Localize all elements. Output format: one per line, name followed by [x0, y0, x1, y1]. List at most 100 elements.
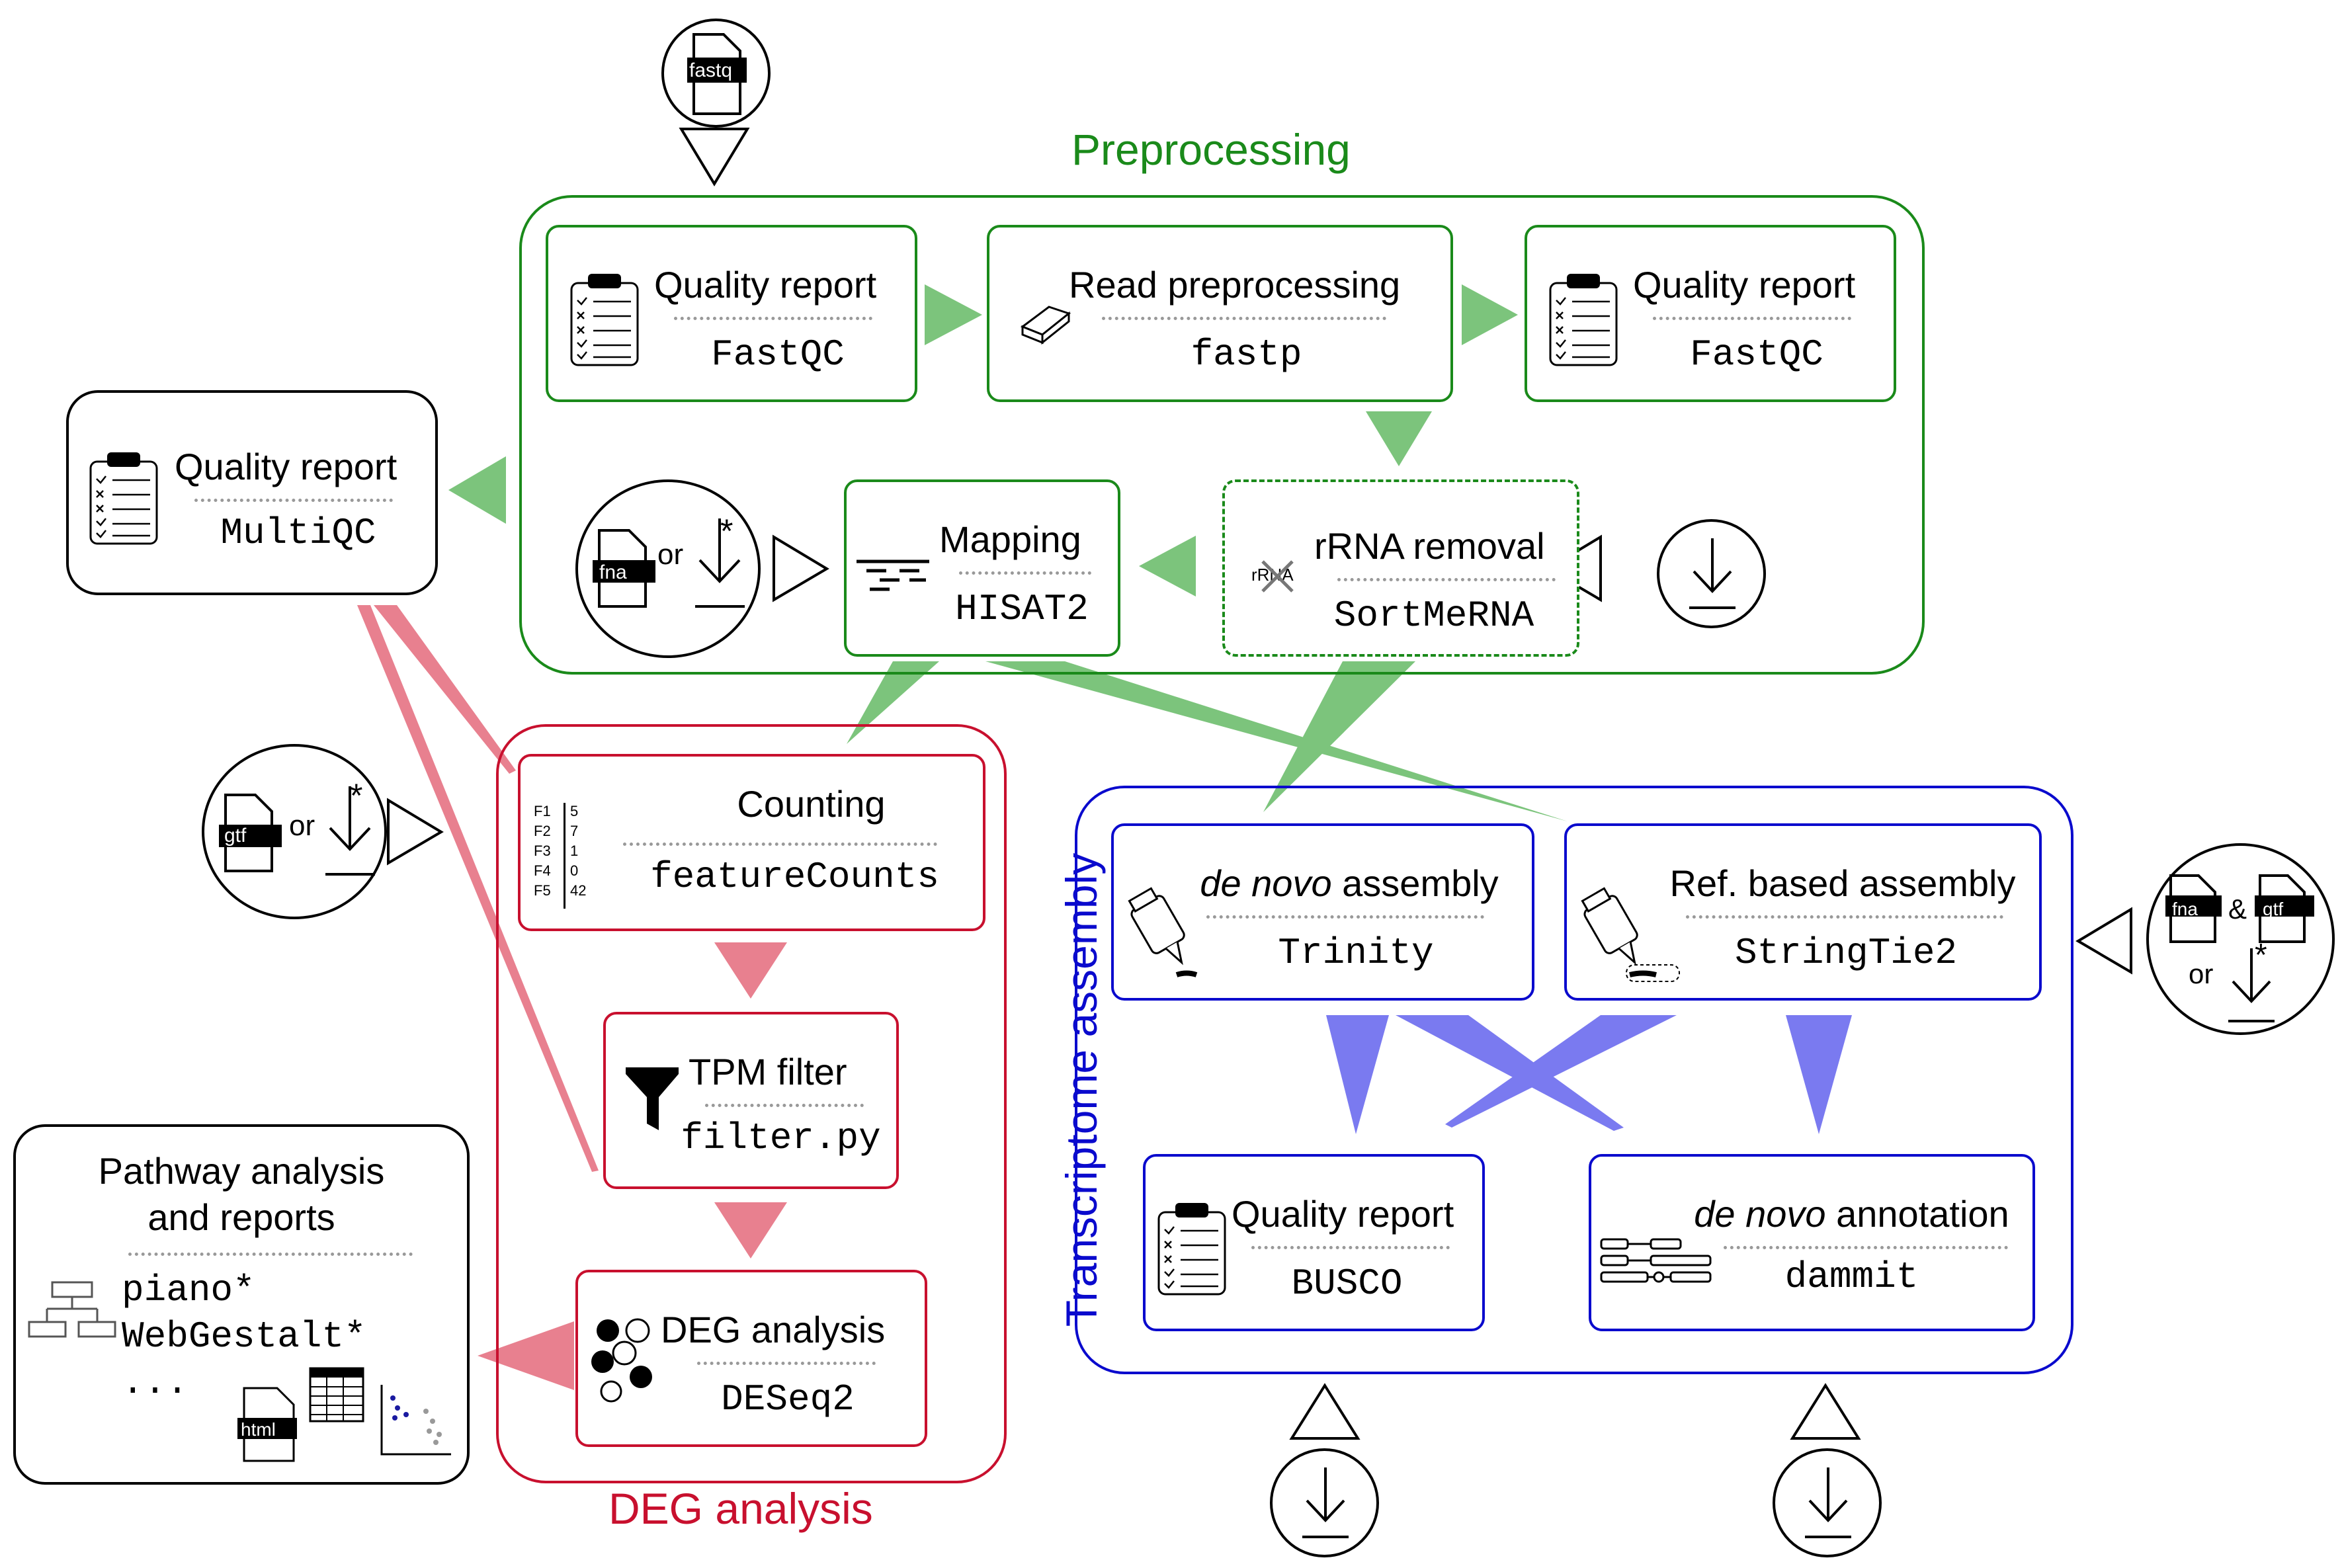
rrna-db-input[interactable]: [1657, 519, 1766, 628]
arrow-hisat2-to-stringtie: [985, 661, 1568, 821]
step-tool: BUSCO: [1291, 1262, 1403, 1305]
clipboard-icon: [89, 452, 158, 545]
step-title-rest: annotation: [1825, 1193, 2009, 1235]
step-title: Ref. based assembly: [1669, 862, 2016, 904]
step-title: Quality report: [654, 264, 877, 306]
divider: [1653, 317, 1851, 320]
step-title: TPM filter: [689, 1051, 847, 1093]
download-icon: [2228, 948, 2275, 1022]
preprocessing-section: [519, 195, 1925, 675]
download-icon: [1689, 538, 1736, 609]
step-title: de novo annotation: [1671, 1193, 2032, 1235]
step-tool: filter.py: [681, 1117, 881, 1159]
step-title-em: de novo: [1694, 1193, 1826, 1235]
gtf-label: gtf: [2263, 899, 2284, 919]
step-tool: MultiQC: [220, 512, 376, 554]
arrow-sortmerna-to-trinity: [1263, 661, 1415, 812]
fastq-input[interactable]: fastq: [661, 19, 771, 128]
genome-input[interactable]: fna or *: [575, 479, 761, 658]
deg-section: [496, 724, 1007, 1483]
step-trinity[interactable]: de novo assembly Trinity: [1111, 823, 1534, 1001]
step-fastqc-1[interactable]: Quality report FastQC: [546, 225, 917, 402]
divider: [1102, 317, 1386, 320]
divider: [1206, 915, 1484, 919]
dammit-db-input[interactable]: [1773, 1448, 1882, 1557]
arrow-stringtie-to-busco: [1445, 1015, 1677, 1128]
arrow-trinity-to-dammit: [1396, 1015, 1624, 1131]
tool-piano: piano*: [122, 1269, 255, 1311]
reference-input[interactable]: fna & gtf or *: [2146, 843, 2335, 1035]
gtf-input[interactable]: gtf or *: [202, 744, 387, 919]
fna-label: fna: [2172, 899, 2198, 919]
count-value: 5: [570, 803, 579, 819]
step-hisat2[interactable]: Mapping HISAT2: [844, 479, 1120, 657]
arrow-fastqc-to-fastp: [925, 284, 982, 345]
arrow-fastp-to-fastqc2: [1462, 284, 1518, 345]
annotation-icon: [1600, 1238, 1712, 1283]
count-feature-label: F3: [534, 843, 551, 859]
html-file-icon: [237, 1387, 297, 1462]
arrow-multiqc-to-counting: [374, 605, 516, 774]
transcriptome-section: [1075, 786, 2073, 1374]
divider: [705, 1104, 864, 1107]
step-tool: HISAT2: [955, 588, 1089, 630]
triangle-gtf-input: [387, 798, 444, 866]
step-tool: dammit: [1784, 1256, 1919, 1298]
html-file-label: html: [241, 1419, 276, 1440]
step-title: rRNA removal: [1314, 525, 1545, 567]
triangle-fastq-input: [679, 128, 750, 186]
clipboard-icon: [1157, 1203, 1226, 1296]
hierarchy-icon: [28, 1281, 116, 1338]
step-stringtie2[interactable]: Ref. based assembly StringTie2: [1564, 823, 2042, 1001]
step-pathway[interactable]: Pathway analysis and reports piano* WebG…: [13, 1124, 470, 1485]
step-title: de novo assembly: [1167, 862, 1532, 905]
step-fastqc-2[interactable]: Quality report FastQC: [1525, 225, 1896, 402]
arrow-tpm-to-deseq2: [714, 1202, 787, 1259]
arrow-counting-to-tpm: [714, 942, 787, 999]
download-icon: [325, 786, 375, 876]
divider: [1337, 578, 1556, 581]
spreadsheet-icon: [309, 1367, 364, 1423]
step-title: Counting: [737, 783, 886, 825]
green-flow-arrows: [448, 284, 1568, 821]
fastq-label: fastq: [689, 60, 733, 81]
download-icon: [1302, 1467, 1349, 1538]
divider: [697, 1362, 876, 1365]
file-icon: [219, 794, 282, 872]
funnel-icon: [626, 1067, 679, 1130]
step-tpm-filter[interactable]: TPM filter filter.py: [603, 1012, 899, 1189]
glue-bottle-icon: [1581, 887, 1680, 982]
step-title: Quality report: [1232, 1193, 1454, 1235]
eraser-icon: [1020, 306, 1071, 345]
count-feature-label: F4: [534, 862, 551, 879]
step-tool: StringTie2: [1734, 932, 1958, 974]
step-fastp[interactable]: Read preprocessing fastp: [987, 225, 1453, 402]
arrow-hisat2-to-counting: [847, 661, 939, 744]
divider: [194, 499, 393, 502]
dots-icon: [591, 1318, 652, 1403]
busco-db-input[interactable]: [1270, 1448, 1379, 1557]
transcriptome-title: Transcriptome assembly: [1057, 852, 1106, 1327]
step-dammit[interactable]: de novo annotation dammit: [1589, 1154, 2035, 1331]
optional-star: *: [350, 777, 363, 814]
step-title: Quality report: [1633, 264, 1856, 306]
step-title: Read preprocessing: [1069, 264, 1401, 306]
step-title: Quality report: [175, 446, 398, 487]
count-value: 42: [570, 882, 587, 899]
count-feature-label: F1: [534, 803, 551, 819]
mapping-reads-icon: [857, 559, 929, 591]
count-value: 1: [570, 843, 579, 859]
arrow-multiqc-to-tpm: [357, 605, 599, 1172]
triangle-dammit-db-input: [1790, 1383, 1861, 1440]
divider: [1724, 1246, 2008, 1249]
step-sortmerna[interactable]: rRNA rRNA removal SortMeRNA: [1222, 479, 1579, 657]
arrow-stringtie-to-dammit: [1786, 1015, 1852, 1134]
step-tool: fastp: [1191, 333, 1302, 376]
step-multiqc[interactable]: Quality report MultiQC: [66, 390, 438, 595]
or-label: or: [2189, 958, 2214, 989]
tool-ellipsis: ...: [122, 1362, 188, 1404]
step-deseq2[interactable]: DEG analysis DESeq2: [575, 1270, 927, 1447]
step-busco[interactable]: Quality report BUSCO: [1143, 1154, 1485, 1331]
